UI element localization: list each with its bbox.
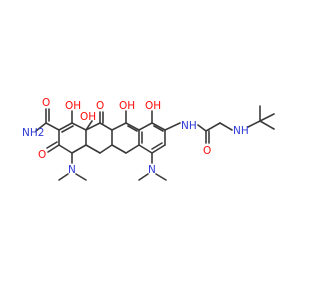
bond	[151, 142, 163, 150]
atom-label-c7-n: N	[148, 164, 156, 176]
bond	[151, 144, 166, 154]
atom-label-c12a-oh: OH	[80, 111, 96, 123]
bond	[151, 122, 166, 131]
bond	[138, 144, 153, 154]
bond	[125, 122, 140, 131]
molecule-structure: NH2 O OH OH O O OH OH N N NH O NH	[22, 97, 275, 181]
bond	[71, 122, 87, 131]
bond	[99, 144, 113, 154]
bond	[71, 144, 87, 154]
bond	[153, 125, 164, 132]
atom-label-c4-n: N	[68, 164, 76, 176]
bond	[75, 173, 87, 181]
bond	[125, 144, 140, 154]
bond	[259, 113, 275, 122]
atom-label-c8-nh: NH	[181, 120, 197, 132]
bond	[111, 122, 127, 131]
bond	[99, 122, 113, 131]
bond	[45, 122, 60, 131]
bond	[155, 173, 167, 181]
atom-labels: NH2 O OH OH O O OH OH N N NH O NH	[22, 97, 249, 176]
bond	[58, 122, 73, 131]
bond	[205, 122, 221, 132]
atom-label-amide-nh2: NH2	[22, 127, 44, 139]
bond	[259, 120, 275, 130]
bond	[85, 144, 101, 154]
bond	[219, 122, 233, 131]
atom-label-acyl-o: O	[203, 145, 211, 157]
atom-label-c10-oh: OH	[119, 100, 135, 112]
bond	[61, 125, 74, 133]
atom-label-c3-o: O	[38, 149, 46, 161]
bond	[247, 120, 261, 128]
bond	[58, 144, 73, 154]
bonds	[35, 105, 275, 181]
bond	[111, 144, 127, 154]
atom-label-tbu-nh: NH	[233, 125, 249, 137]
atom-label-c1-oh: OH	[65, 100, 81, 112]
bond	[58, 173, 69, 181]
bond	[85, 120, 93, 131]
bond	[85, 122, 101, 131]
atom-label-c9-oh: OH	[145, 100, 161, 112]
bond	[197, 124, 207, 132]
bond	[138, 173, 149, 181]
bond	[127, 125, 138, 132]
atom-label-c11-o: O	[96, 100, 104, 112]
bond	[138, 122, 153, 131]
bond	[35, 122, 47, 132]
bond	[46, 141, 58, 149]
bond	[164, 122, 181, 131]
bond	[47, 144, 60, 153]
atom-label-amide-o: O	[42, 97, 50, 109]
